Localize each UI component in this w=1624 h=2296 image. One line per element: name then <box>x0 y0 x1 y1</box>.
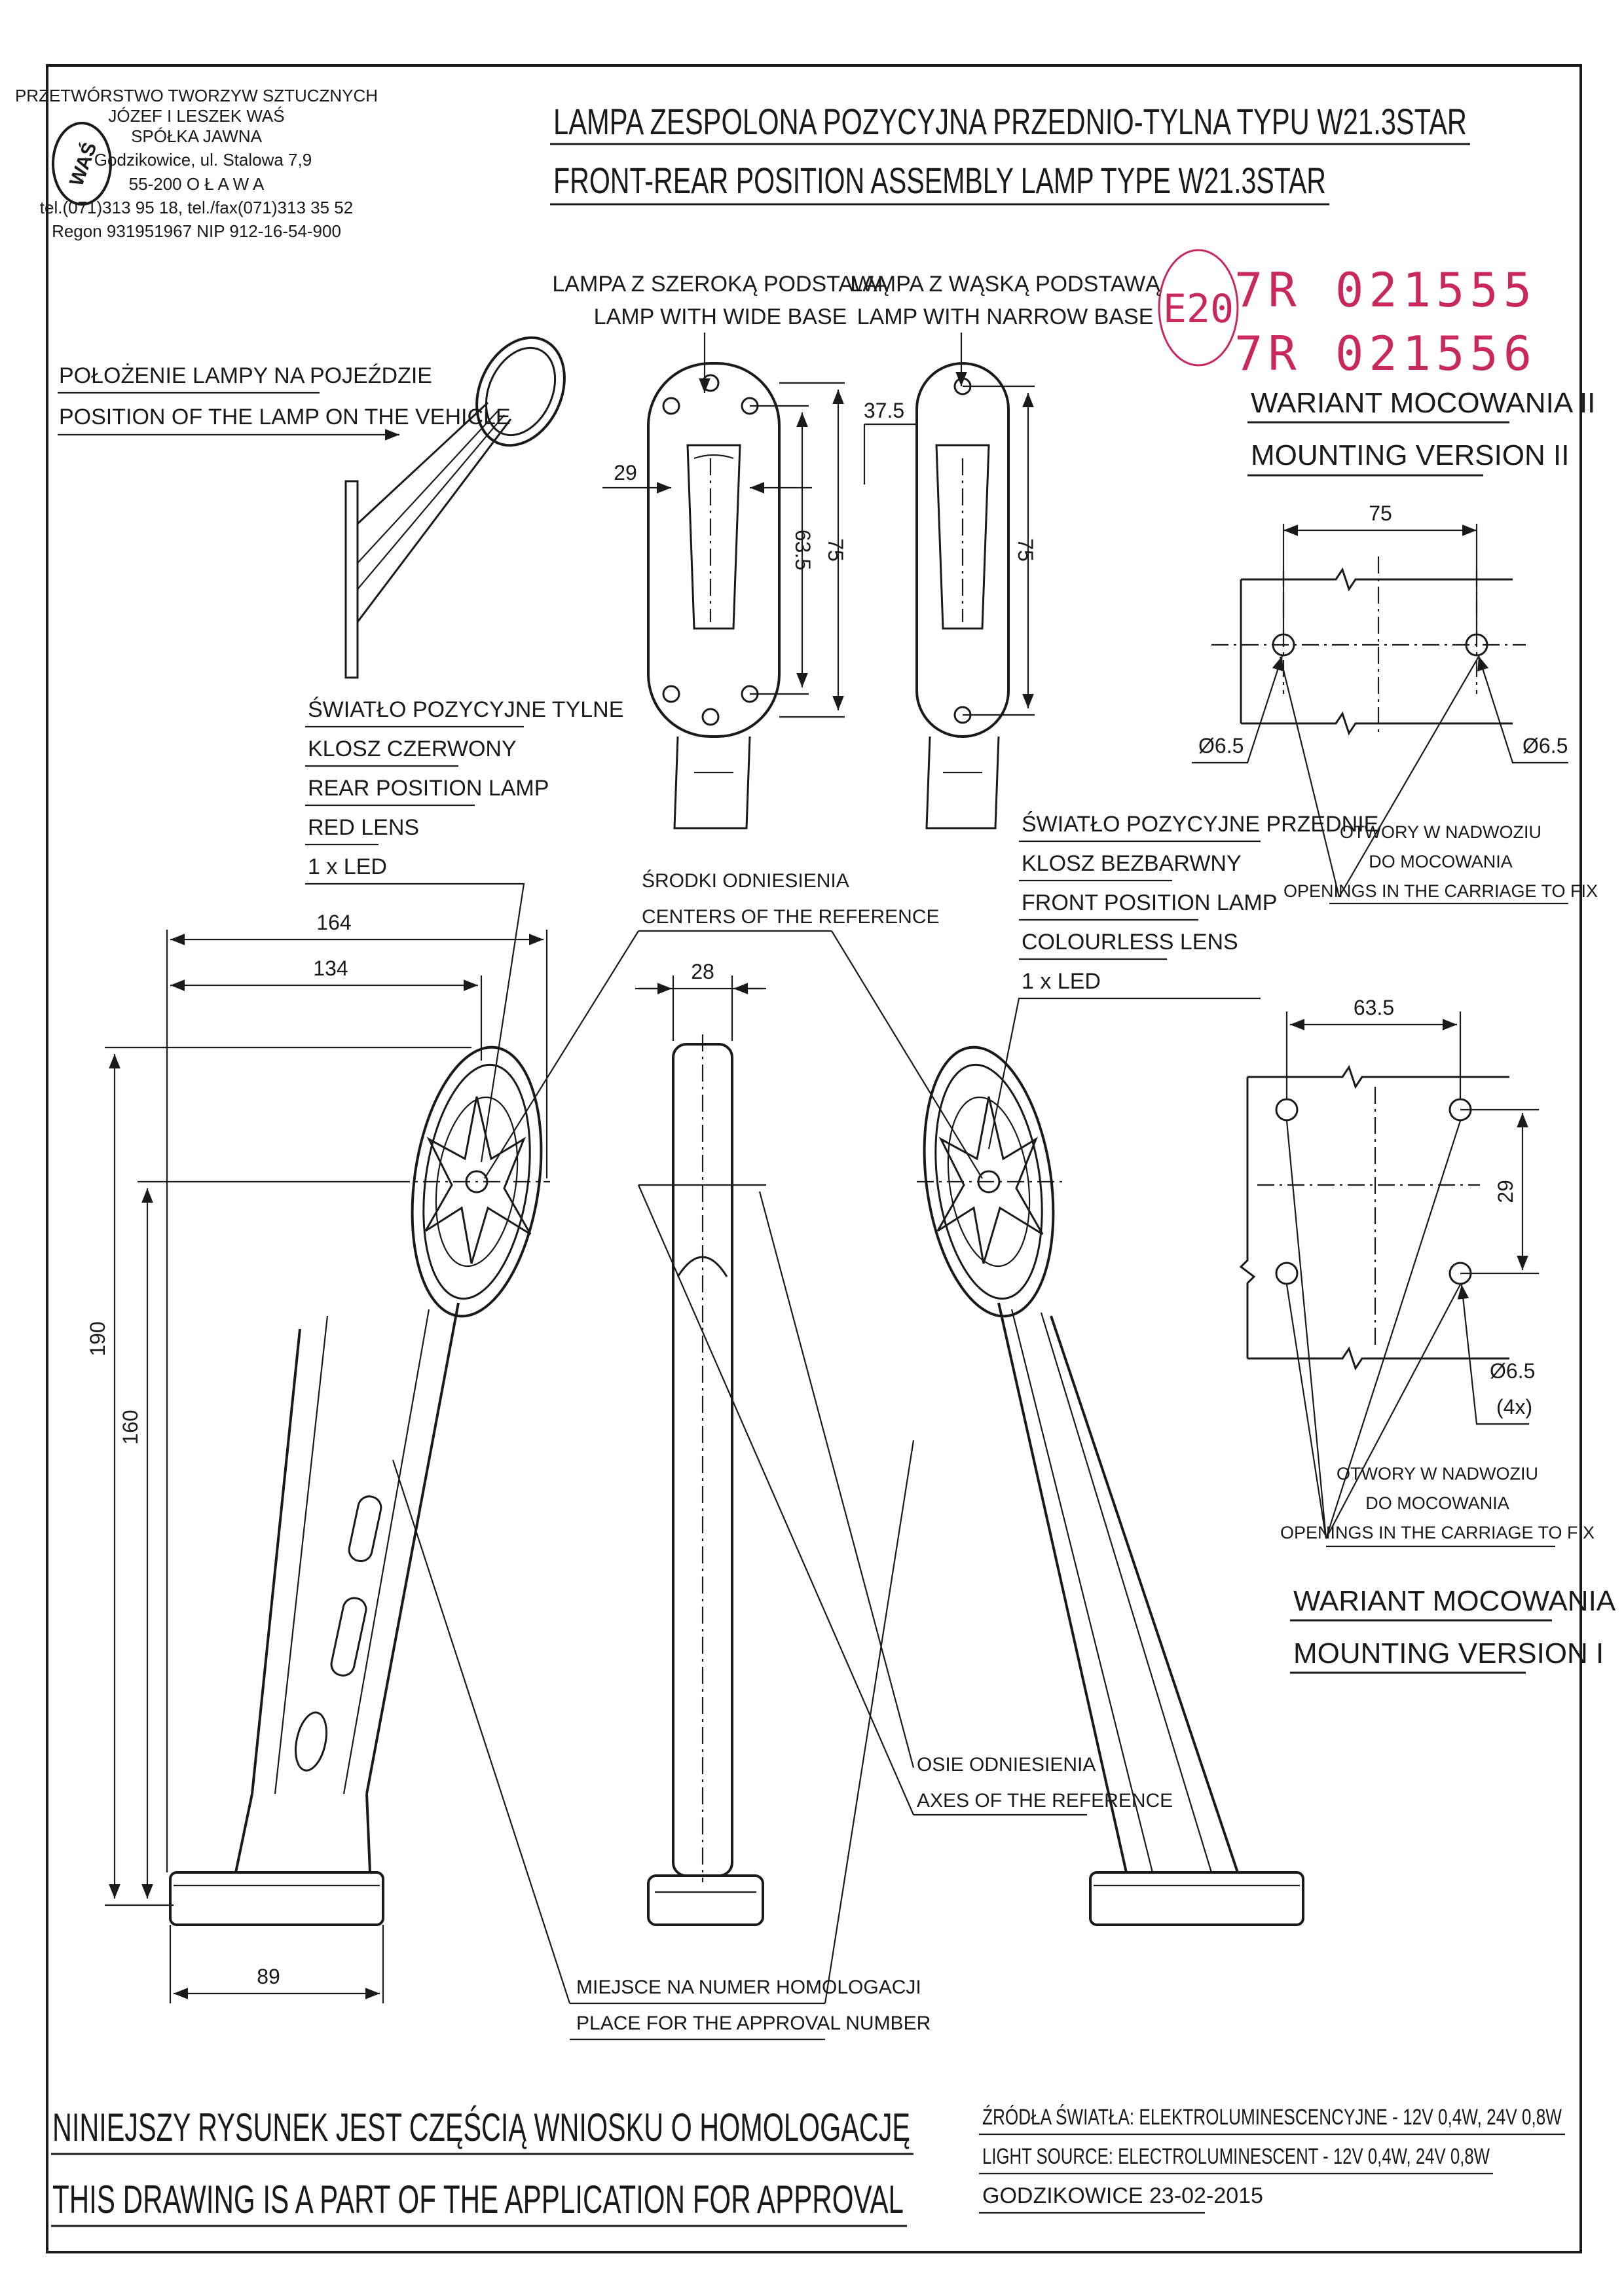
wide-base-view: LAMPA Z SZEROKĄ PODSTAWĄ LAMP WITH WIDE … <box>552 272 889 829</box>
company-name-1: PRZETWÓRSTWO TWORZYW SZTUCZNYCH <box>15 86 378 105</box>
front-lamp-callout: ŚWIATŁO POZYCYJNE PRZEDNIE KLOSZ BEZBARW… <box>987 811 1378 1150</box>
footer-note: NINIEJSZY RYSUNEK JEST CZĘŚCIĄ WNIOSKU O… <box>51 2105 913 2227</box>
dim-89: 89 <box>257 1965 280 1988</box>
narrow-base-pl: LAMPA Z WĄSKĄ PODSTAWĄ <box>850 272 1160 297</box>
holes-m1-pl-2: DO MOCOWANIA <box>1365 1493 1509 1513</box>
dim-29-wide: 29 <box>614 461 637 484</box>
company-name-3: SPÓŁKA JAWNA <box>131 126 263 146</box>
stamp-number-1: 7R 021555 <box>1234 263 1537 318</box>
stamp-mark: E20 <box>1163 286 1234 332</box>
dim-37-5: 37.5 <box>864 399 904 422</box>
mounting1-en: MOUNTING VERSION I <box>1293 1637 1604 1669</box>
company-address-2: 55-200 O Ł A W A <box>129 174 265 194</box>
position-label-pl: POŁOŻENIE LAMPY NA POJEŹDZIE <box>59 363 432 388</box>
company-name-2: JÓZEF I LESZEK WAŚ <box>108 106 284 126</box>
axes-of-reference: OSIE ODNIESIENIA AXES OF THE REFERENCE <box>637 1184 1173 1816</box>
dim-75-wide: 75 <box>824 538 847 562</box>
place-date: GODZIKOWICE 23-02-2015 <box>982 2183 1263 2208</box>
rear-lamp-en: REAR POSITION LAMP <box>308 776 549 801</box>
approval-place-en: PLACE FOR THE APPROVAL NUMBER <box>576 2013 931 2034</box>
rear-lamp-pl: ŚWIATŁO POZYCYJNE TYLNE <box>308 697 623 722</box>
company-phone: tel.(071)313 95 18, tel./fax(071)313 35 … <box>40 198 353 217</box>
title-en: FRONT-REAR POSITION ASSEMBLY LAMP TYPE W… <box>553 160 1326 201</box>
dim-6-5-m2-right: Ø6.5 <box>1522 734 1568 757</box>
front-lens-en: COLOURLESS LENS <box>1022 930 1238 955</box>
footer-note-en: THIS DRAWING IS A PART OF THE APPLICATIO… <box>52 2178 904 2221</box>
dim-29-m1: 29 <box>1494 1180 1517 1203</box>
dim-6-5-m1: Ø6.5 <box>1490 1359 1535 1383</box>
holes-m2-en: OPENINGS IN THE CARRIAGE TO FIX <box>1283 881 1598 901</box>
dim-160: 160 <box>119 1410 142 1444</box>
approval-place-pl: MIEJSCE NA NUMER HOMOLOGACJI <box>576 1977 921 1998</box>
rear-lens-pl: KLOSZ CZERWONY <box>308 737 517 761</box>
front-lens-pl: KLOSZ BEZBARWNY <box>1022 851 1242 876</box>
dim-63-5-m1: 63.5 <box>1354 996 1394 1019</box>
dim-164: 164 <box>316 911 351 934</box>
stamp-number-2: 7R 021556 <box>1234 326 1537 381</box>
approval-stamp: E20 7R 021555 7R 021556 <box>1158 249 1537 381</box>
left-lamp-view <box>169 1046 550 1926</box>
dim-4x: (4x) <box>1496 1395 1532 1419</box>
front-lamp-pl: ŚWIATŁO POZYCYJNE PRZEDNIE <box>1022 811 1378 837</box>
centers-of-reference: ŚRODKI ODNIESIENIA CENTERS OF THE REFERE… <box>484 869 983 1179</box>
dim-6-5-m2-left: Ø6.5 <box>1198 734 1244 757</box>
source-pl: ŹRÓDŁA ŚWIATŁA: ELEKTROLUMINESCENCYJNE -… <box>982 2104 1562 2130</box>
holes-m2-pl-2: DO MOCOWANIA <box>1369 852 1513 871</box>
dim-75-narrow: 75 <box>1014 538 1037 562</box>
source-en: LIGHT SOURCE: ELECTROLUMINESCENT - 12V 0… <box>982 2144 1490 2169</box>
mounting2-pl: WARIANT MOCOWANIA II <box>1251 387 1595 419</box>
approval-number-place: MIEJSCE NA NUMER HOMOLOGACJI PLACE FOR T… <box>392 1440 931 2041</box>
main-dimensions: 164 134 28 190 160 89 <box>86 911 766 2003</box>
centers-pl: ŚRODKI ODNIESIENIA <box>642 869 849 892</box>
wide-base-en: LAMP WITH WIDE BASE <box>594 304 847 329</box>
holes-m2-pl-1: OTWORY W NADWOZIU <box>1340 822 1541 842</box>
center-lamp-view <box>647 1034 764 1926</box>
company-block: WAŚ PRZETWÓRSTWO TWORZYW SZTUCZNYCH JÓZE… <box>15 86 378 241</box>
narrow-base-en: LAMP WITH NARROW BASE <box>857 304 1154 329</box>
rear-led: 1 x LED <box>308 854 387 879</box>
rear-lens-en: RED LENS <box>308 815 419 840</box>
right-lamp-view <box>917 1046 1304 1926</box>
footer-note-pl: NINIEJSZY RYSUNEK JEST CZĘŚCIĄ WNIOSKU O… <box>52 2105 910 2149</box>
mounting1-pl: WARIANT MOCOWANIA I <box>1293 1585 1624 1617</box>
wide-base-pl: LAMPA Z SZEROKĄ PODSTAWĄ <box>552 272 889 297</box>
mounting-version-1: 63.5 29 Ø6.5 (4x) OTWORY W NADWOZIU DO M… <box>1239 996 1624 1674</box>
front-led: 1 x LED <box>1022 969 1101 994</box>
dim-75-m2: 75 <box>1369 501 1392 525</box>
mounting-version-2: WARIANT MOCOWANIA II MOUNTING VERSION II… <box>1192 387 1598 905</box>
mounting2-en: MOUNTING VERSION II <box>1251 439 1569 471</box>
holes-m1-en: OPENINGS IN THE CARRIAGE TO FIX <box>1280 1523 1595 1542</box>
title-block: LAMPA ZESPOLONA POZYCYJNA PRZEDNIO-TYLNA… <box>550 101 1470 206</box>
dim-63-5-wide: 63.5 <box>791 530 815 570</box>
axes-pl: OSIE ODNIESIENIA <box>917 1754 1096 1776</box>
company-regon: Regon 931951967 NIP 912-16-54-900 <box>52 221 341 241</box>
holes-m1-pl-1: OTWORY W NADWOZIU <box>1337 1464 1538 1484</box>
dim-134: 134 <box>313 957 348 980</box>
dim-190: 190 <box>86 1321 109 1356</box>
position-label-en: POSITION OF THE LAMP ON THE VEHICLE <box>59 405 511 429</box>
narrow-base-view: LAMPA Z WĄSKĄ PODSTAWĄ LAMP WITH NARROW … <box>850 272 1160 829</box>
company-address-1: Godzikowice, ul. Stalowa 7,9 <box>94 150 312 170</box>
title-pl: LAMPA ZESPOLONA POZYCYJNA PRZEDNIO-TYLNA… <box>553 101 1467 142</box>
centers-en: CENTERS OF THE REFERENCE <box>642 906 940 928</box>
drawing-frame <box>46 64 1582 2253</box>
dim-28: 28 <box>691 960 714 983</box>
axes-en: AXES OF THE REFERENCE <box>917 1790 1173 1812</box>
footer-source: ŹRÓDŁA ŚWIATŁA: ELEKTROLUMINESCENCYJNE -… <box>979 2104 1565 2214</box>
front-lamp-en: FRONT POSITION LAMP <box>1022 890 1277 915</box>
position-on-vehicle: POŁOŻENIE LAMPY NA POJEŹDZIE POSITION OF… <box>58 336 566 679</box>
rear-lamp-callout: ŚWIATŁO POZYCYJNE TYLNE KLOSZ CZERWONY R… <box>305 697 623 1163</box>
